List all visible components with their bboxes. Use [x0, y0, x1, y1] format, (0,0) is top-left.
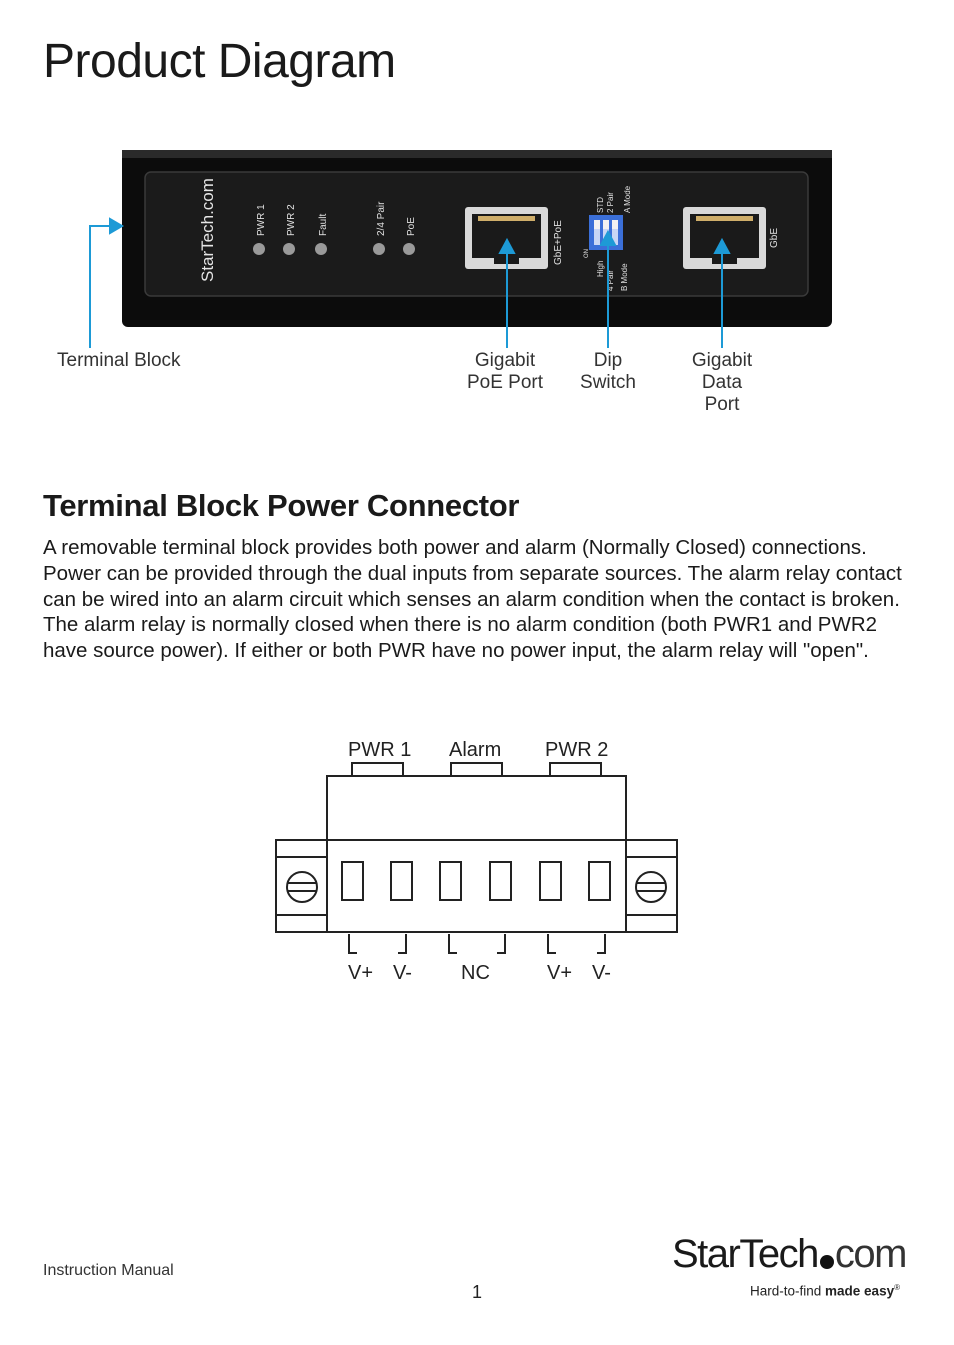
port-label-poe: GbE+PoE [553, 220, 564, 265]
device-diagram: StarTech.com PWR 1 PWR 2 Fault 2/4 Pair … [89, 150, 832, 348]
led-label-poe: PoE [406, 217, 417, 236]
dip-label-bmode: B Mode [620, 263, 629, 291]
callout-terminal-block: Terminal Block [57, 350, 181, 371]
callout-lines [89, 217, 731, 348]
led-group: PWR 1 PWR 2 Fault 2/4 Pair PoE [253, 201, 417, 255]
dip-label-amode: A Mode [623, 185, 632, 213]
port-label-data: GbE [769, 228, 780, 248]
dip-label-2pair: 2 Pair [606, 192, 615, 213]
tb-label-alarm: Alarm [449, 739, 501, 761]
callout-dip-switch: Dip Switch [580, 350, 636, 393]
led-fault-icon [315, 243, 327, 255]
led-label-fault: Fault [318, 214, 329, 236]
led-label-pwr1: PWR 1 [256, 204, 267, 236]
footer-manual-label: Instruction Manual [43, 1262, 174, 1279]
led-label-pwr2: PWR 2 [286, 204, 297, 236]
section-heading: Terminal Block Power Connector [43, 488, 520, 523]
dip-label-high: High [596, 261, 605, 277]
section-paragraph: A removable terminal block provides both… [43, 536, 902, 663]
tb-label-v-minus-2: V- [592, 962, 611, 984]
logo-dot-icon [819, 1255, 834, 1269]
svg-text:ON: ON [584, 249, 590, 258]
callout-poe-port: Gigabit PoE Port [466, 350, 544, 393]
page-title: Product Diagram [43, 35, 396, 88]
tb-label-pwr1: PWR 1 [348, 739, 411, 761]
dip-label-std: STD [596, 197, 605, 213]
led-pwr1-icon [253, 243, 265, 255]
tb-label-nc: NC [461, 962, 490, 984]
terminal-block-diagram: PWR 1 Alarm PWR 2 V+ V- NC V+ V- [275, 739, 678, 984]
tb-label-v-plus-1: V+ [348, 962, 373, 984]
brand-tagline: Hard-to-find made easy® [750, 1283, 900, 1299]
callout-data-port: Gigabit Data Port [691, 350, 753, 415]
led-label-pair: 2/4 Pair [376, 201, 387, 236]
rj45-port-data-icon [683, 207, 766, 269]
led-poe-icon [403, 243, 415, 255]
page-number: 1 [472, 1282, 483, 1302]
dip-label-4pair: 4 Pair [606, 270, 615, 291]
tb-label-v-minus-1: V- [393, 962, 412, 984]
tb-label-v-plus-2: V+ [547, 962, 572, 984]
led-pwr2-icon [283, 243, 295, 255]
device-brand-logo: StarTech.com [198, 178, 217, 282]
led-pair-icon [373, 243, 385, 255]
tb-label-pwr2: PWR 2 [545, 739, 608, 761]
